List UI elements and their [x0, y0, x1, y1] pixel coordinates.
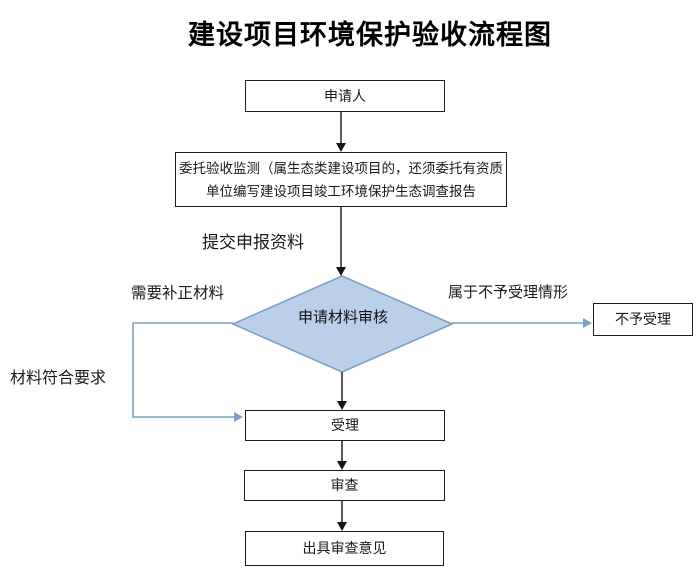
node-not-accepted-label: 不予受理 — [615, 311, 671, 328]
node-examine: 审查 — [244, 470, 445, 501]
node-accept-label: 受理 — [331, 417, 359, 434]
node-applicant-label: 申请人 — [324, 87, 366, 104]
node-entrust-monitoring: 委托验收监测（属生态类建设项目的，还须委托有资质 单位编写建设项目竣工环境保护生… — [175, 152, 507, 207]
node-entrust-line1: 委托验收监测（属生态类建设项目的，还须委托有资质 — [179, 160, 503, 176]
connector-review-loop-accept — [132, 322, 243, 422]
edge-label-not-accept-case: 属于不予受理情形 — [448, 284, 569, 301]
connector-applicant-entrust — [336, 112, 346, 152]
edge-label-need-supplement: 需要补正材料 — [131, 285, 225, 302]
node-examine-label: 审查 — [330, 477, 359, 494]
connector-examine-opinion — [337, 501, 347, 531]
edge-label-submit-materials: 提交申报资料 — [202, 233, 304, 252]
node-issue-opinion: 出具审查意见 — [245, 531, 444, 566]
connector-accept-examine — [337, 441, 347, 470]
node-accept: 受理 — [245, 410, 445, 441]
node-review-diamond-label: 申请材料审核 — [297, 309, 388, 326]
node-issue-opinion-label: 出具审查意见 — [302, 540, 387, 557]
node-not-accepted: 不予受理 — [593, 303, 693, 336]
connector-review-notaccepted — [452, 318, 592, 328]
node-applicant: 申请人 — [245, 80, 445, 112]
edge-label-materials-ok: 材料符合要求 — [10, 370, 107, 387]
connector-review-accept — [337, 372, 347, 410]
node-entrust-line2: 单位编写建设项目竣工环境保护生态调查报告 — [206, 183, 476, 199]
connector-entrust-review — [336, 207, 346, 276]
page-title: 建设项目环境保护验收流程图 — [188, 20, 552, 50]
